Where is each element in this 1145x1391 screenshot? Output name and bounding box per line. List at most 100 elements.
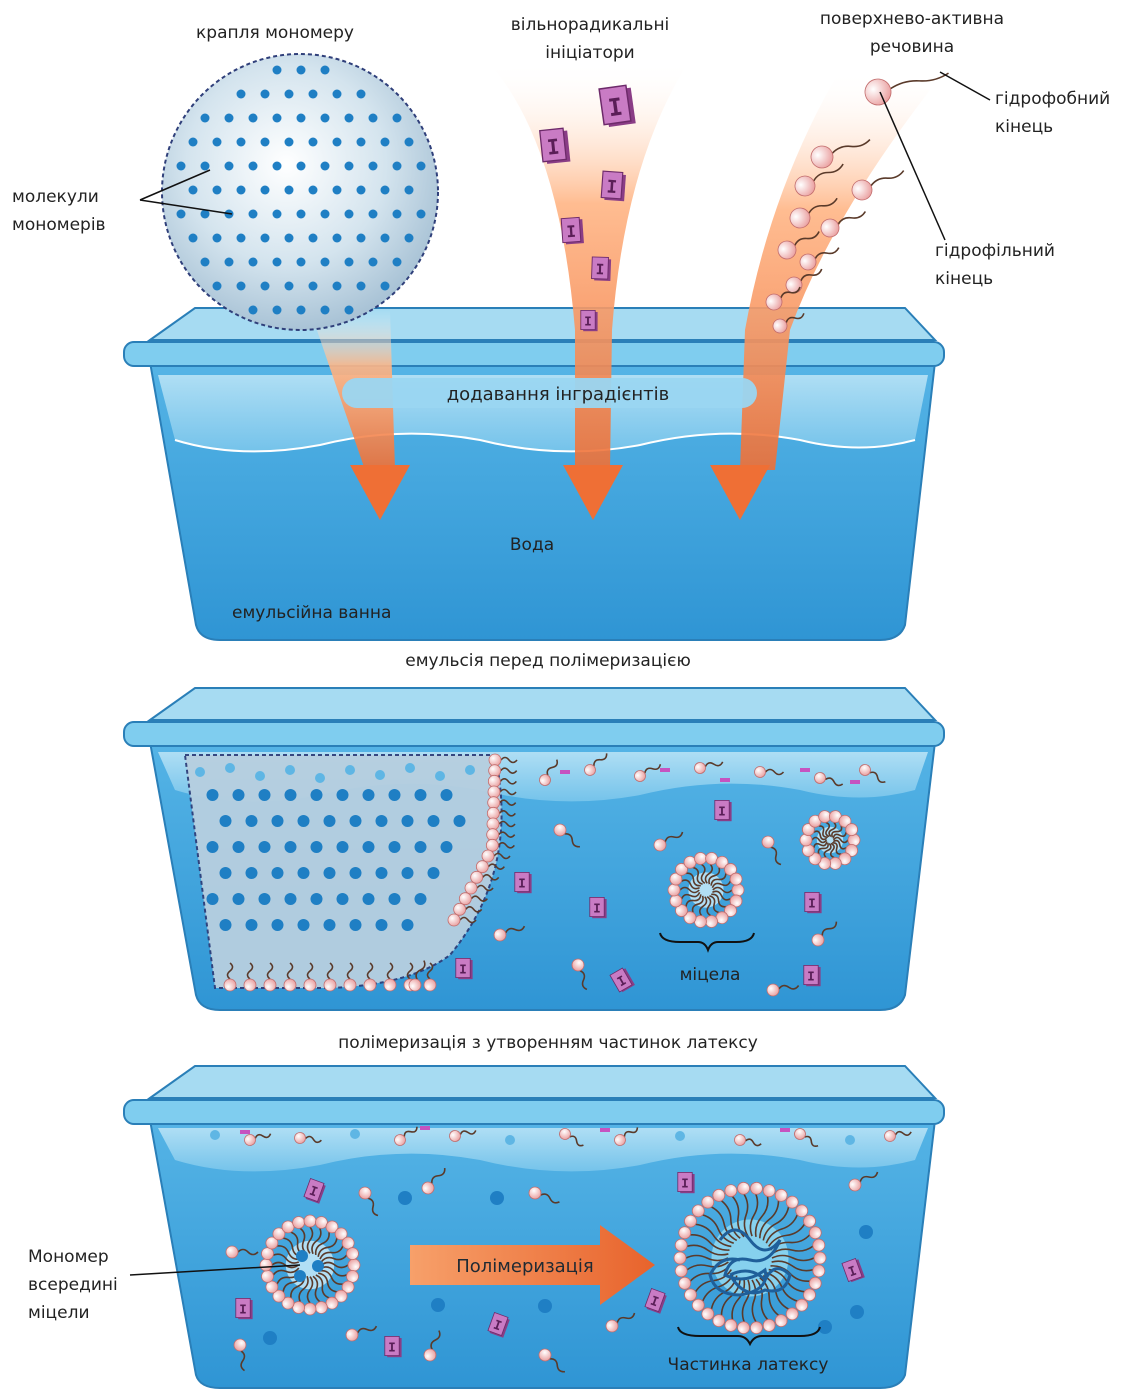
initiator-molecule: I — [385, 1336, 402, 1357]
surfactant-head — [448, 914, 460, 926]
initiator-molecule: I — [599, 85, 636, 128]
surfactant-head — [848, 834, 860, 846]
monomer-dot — [333, 234, 342, 243]
monomer-dot — [309, 234, 318, 243]
monomer-dot — [428, 815, 440, 827]
monomer-dot — [263, 1331, 277, 1345]
monomer-dot — [324, 919, 336, 931]
monomer-dot — [417, 162, 426, 171]
tank3-back — [150, 1066, 935, 1098]
monomer-dot — [321, 66, 330, 75]
monomer-droplet — [162, 54, 438, 330]
label-monomer-inside-2: всередині — [28, 1275, 118, 1295]
label-hydrophilic-2: кінець — [935, 269, 993, 289]
monomer-dot — [454, 815, 466, 827]
monomer-dot — [297, 306, 306, 315]
monomer-dot — [225, 162, 234, 171]
monomer-dot — [201, 162, 210, 171]
monomer-dot — [309, 186, 318, 195]
monomer-dot — [249, 210, 258, 219]
monomer-dot — [285, 893, 297, 905]
surfactant-head — [348, 1259, 360, 1271]
surface-initiator — [420, 1126, 430, 1130]
monomer-dot — [225, 763, 235, 773]
monomer-dot — [177, 162, 186, 171]
initiator-molecule: I — [805, 892, 822, 913]
monomer-dot — [345, 114, 354, 123]
surface-initiator — [720, 778, 730, 782]
monomer-dot — [225, 114, 234, 123]
surfactant-head — [244, 979, 256, 991]
label-adding-ingredients: додавання інградієнтів — [447, 384, 670, 405]
monomer-dot — [850, 1305, 864, 1319]
monomer-dot — [285, 186, 294, 195]
label-hydrophobic-1: гідрофобний — [995, 89, 1110, 109]
monomer-dot — [538, 1299, 552, 1313]
monomer-dot — [389, 893, 401, 905]
initiator-molecule: I — [540, 128, 571, 164]
monomer-dot — [376, 919, 388, 931]
monomer-dot — [505, 1135, 515, 1145]
tank2-back — [150, 688, 935, 720]
initiator-glyph: I — [808, 897, 816, 912]
initiator-molecule: I — [515, 872, 532, 893]
monomer-dot — [285, 282, 294, 291]
surfactant-head — [489, 765, 501, 777]
monomer-dot — [189, 186, 198, 195]
monomer-dot — [405, 186, 414, 195]
monomer-dot — [402, 919, 414, 931]
initiator-molecule: I — [591, 257, 611, 281]
monomer-dot — [259, 789, 271, 801]
label-monomer-inside-3: міцели — [28, 1303, 90, 1323]
monomer-dot — [296, 1250, 308, 1262]
surfactant-head — [732, 884, 744, 896]
monomer-dot — [273, 210, 282, 219]
monomer-dot — [285, 234, 294, 243]
monomer-dot — [285, 789, 297, 801]
surfactant-head — [264, 979, 276, 991]
label-initiators-1: вільнорадикальні — [511, 15, 670, 35]
initiator-glyph: I — [681, 1177, 689, 1192]
monomer-dot — [237, 282, 246, 291]
monomer-dot — [337, 789, 349, 801]
initiator-molecule: I — [561, 217, 584, 244]
monomer-dot — [350, 1129, 360, 1139]
monomer-dot — [207, 893, 219, 905]
monomer-dot — [350, 919, 362, 931]
surface-initiator — [560, 770, 570, 774]
monomer-dot — [309, 138, 318, 147]
monomer-dot — [415, 841, 427, 853]
monomer-dot — [220, 919, 232, 931]
monomer-dot — [220, 815, 232, 827]
monomer-dot — [315, 773, 325, 783]
monomer-dot — [431, 1298, 445, 1312]
monomer-dot — [818, 1320, 832, 1334]
monomer-dot — [220, 867, 232, 879]
monomer-dot — [297, 210, 306, 219]
monomer-dot — [435, 771, 445, 781]
monomer-dot — [237, 90, 246, 99]
surfactant-head — [454, 903, 466, 915]
surfactant-head — [668, 884, 680, 896]
monomer-dot — [402, 867, 414, 879]
monomer-dot — [297, 114, 306, 123]
initiator-glyph: I — [566, 222, 577, 242]
tank-stage-3: IIIIIII — [124, 1066, 944, 1388]
monomer-dot — [249, 114, 258, 123]
monomer-dot — [441, 841, 453, 853]
monomer-dot — [321, 210, 330, 219]
monomer-dot — [321, 306, 330, 315]
monomer-dot — [321, 162, 330, 171]
monomer-dot — [357, 234, 366, 243]
monomer-dot — [405, 763, 415, 773]
initiator-glyph: I — [606, 177, 618, 198]
label-initiators-2: ініціатори — [545, 43, 634, 63]
monomer-dot — [261, 282, 270, 291]
monomer-dot — [415, 893, 427, 905]
tank-stage-2: IIIIIII — [124, 688, 944, 1010]
monomer-dot — [213, 138, 222, 147]
surfactant-head — [486, 839, 498, 851]
monomer-dot — [207, 789, 219, 801]
monomer-dot — [376, 867, 388, 879]
monomer-dot — [261, 138, 270, 147]
